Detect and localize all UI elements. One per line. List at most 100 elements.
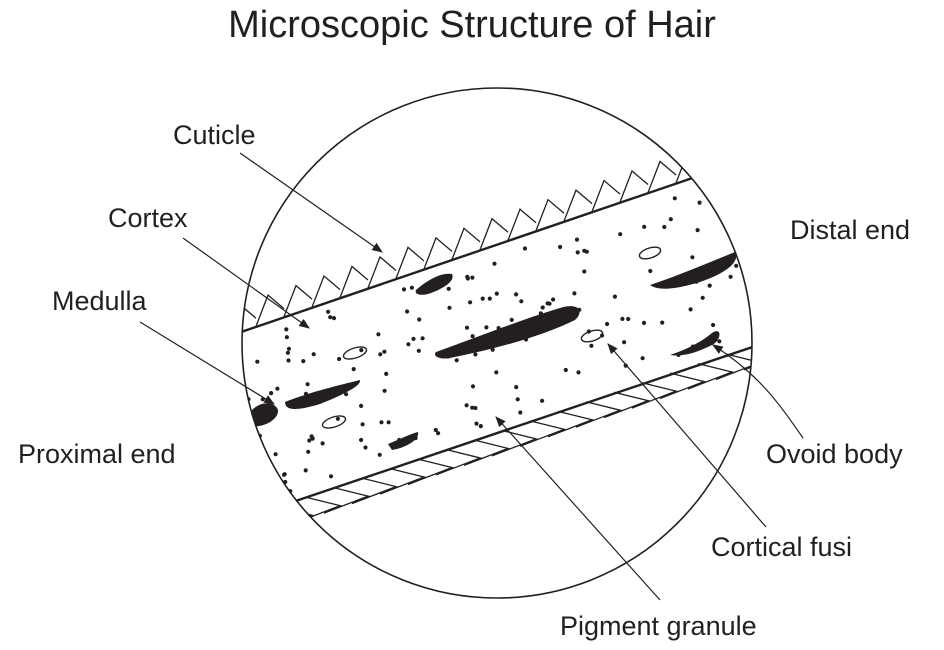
pigment-granule-dot bbox=[464, 325, 470, 330]
cortex-lower-boundary bbox=[259, 329, 752, 515]
pigment-granule-dot bbox=[648, 268, 653, 274]
upper-cuticle-scales bbox=[242, 131, 752, 346]
pigment-granule-dot bbox=[284, 335, 289, 340]
label-cortical-fusi: Cortical fusi bbox=[711, 532, 853, 562]
pigment-granule-dot bbox=[401, 287, 407, 292]
cortical-fusus bbox=[580, 329, 604, 343]
cuticle-leader bbox=[239, 152, 383, 253]
pigment-granule-dot bbox=[305, 382, 310, 387]
pigment-granule-dot bbox=[436, 431, 441, 436]
pigment-granule-dot bbox=[411, 336, 416, 341]
pigment-granule-dot bbox=[359, 403, 364, 408]
medulla-segment bbox=[388, 432, 419, 450]
pigment-granule-dot bbox=[269, 391, 274, 396]
pigment-granule-dot bbox=[707, 283, 712, 288]
pigment-granule-dot bbox=[306, 449, 311, 454]
pigment-granule-dot bbox=[478, 424, 483, 429]
pigment-granule-dot bbox=[626, 316, 631, 322]
pigment-granule-dot bbox=[465, 276, 470, 281]
pigment-granule-dot bbox=[642, 224, 647, 229]
pigment-granule-dot bbox=[286, 358, 291, 363]
pigment-granule-dot bbox=[620, 316, 625, 321]
pigment-granule-dot bbox=[697, 200, 702, 205]
pigment-granule-dot bbox=[273, 452, 278, 457]
pigment-granule-dot bbox=[344, 392, 349, 397]
pigment-granule-dot bbox=[711, 322, 716, 328]
pigment-granule-dot bbox=[672, 196, 677, 201]
pigment-granule-dot bbox=[386, 420, 391, 425]
pigment-granule-dot bbox=[690, 255, 695, 260]
pigment-granule-dot bbox=[551, 297, 556, 302]
pigment-granule-dot bbox=[688, 307, 693, 312]
pigment-granule-dot bbox=[490, 347, 495, 352]
pigment-granule-dot bbox=[379, 420, 384, 425]
pigment-granule-dot bbox=[307, 438, 312, 443]
pigment-granule-dot bbox=[474, 421, 479, 426]
cortical-fusus bbox=[342, 346, 368, 360]
pigment-granule-dot bbox=[514, 292, 519, 297]
pigment-granule-dot bbox=[303, 468, 308, 473]
pigment-granule-dot bbox=[576, 370, 581, 375]
pigment-granule-dot bbox=[575, 250, 580, 255]
cortical-fusi-ovals bbox=[321, 246, 662, 429]
pigment-granule-dot bbox=[509, 317, 514, 322]
pigment-granule-dot bbox=[285, 350, 290, 355]
pigment-granule-dot bbox=[494, 291, 499, 296]
pigment-granule-dot bbox=[363, 445, 368, 450]
pigment-granule-dot bbox=[328, 315, 333, 320]
pigment-granule-dot bbox=[359, 437, 364, 443]
pigment-granule-dot bbox=[409, 285, 414, 290]
ovoid-body-leader bbox=[712, 344, 804, 439]
pigment-granule-dot bbox=[487, 296, 492, 301]
pigment-granule-dot bbox=[515, 397, 520, 402]
label-proximal-end: Proximal end bbox=[18, 439, 176, 469]
pigment-granule-dot bbox=[641, 320, 647, 325]
pigment-granule-dot bbox=[454, 358, 459, 363]
pigment-granule-dot bbox=[519, 299, 524, 304]
pigment-granule-dot bbox=[405, 309, 410, 314]
pigment-granule-dot bbox=[247, 463, 252, 468]
label-ovoid-body: Ovoid body bbox=[766, 439, 903, 469]
pigment-granule-dot bbox=[470, 384, 476, 389]
medulla-segment bbox=[252, 403, 279, 427]
pigment-granule-dot bbox=[622, 340, 627, 345]
pigment-granule-dot bbox=[275, 386, 280, 391]
lower-cuticle-scales bbox=[242, 334, 752, 543]
pigment-granule-dot bbox=[382, 388, 387, 393]
pigment-granule-dot bbox=[484, 325, 489, 330]
pigment-granule-dot bbox=[255, 359, 260, 364]
pigment-granule-dot bbox=[420, 336, 425, 341]
pigment-granule-dot bbox=[382, 349, 387, 354]
pigment-granule-dot bbox=[662, 224, 667, 230]
pigment-granule-dot bbox=[618, 232, 623, 237]
cortical-fusi-leader bbox=[607, 343, 767, 528]
pigment-granule-dot bbox=[320, 441, 325, 446]
pigment-granule-dot bbox=[717, 339, 722, 344]
medulla-segment bbox=[650, 252, 737, 289]
pigment-granule-dot bbox=[492, 261, 497, 266]
pigment-granule-dot bbox=[384, 371, 389, 376]
pigment-granule-dot bbox=[480, 296, 485, 301]
pigment-granule-dot bbox=[700, 295, 705, 300]
pigment-granule-dot bbox=[311, 352, 316, 357]
pigment-granule-dot bbox=[660, 320, 665, 325]
pigment-granule-leader bbox=[495, 416, 661, 601]
pigment-granule-dot bbox=[417, 317, 422, 322]
pigment-granule-dot bbox=[337, 356, 342, 362]
pigment-granule-dot bbox=[376, 332, 381, 337]
pigment-granule-dot bbox=[540, 305, 545, 310]
label-medulla: Medulla bbox=[52, 286, 147, 316]
medulla-segment bbox=[415, 273, 453, 295]
pigment-granule-dot bbox=[623, 363, 628, 368]
pigment-granule-dot bbox=[446, 286, 451, 291]
pigment-granule-dot bbox=[572, 291, 577, 296]
pigment-granule-dot bbox=[574, 237, 580, 242]
pigment-granule-dot bbox=[406, 342, 411, 347]
pigment-granule-dot bbox=[728, 274, 733, 279]
pigment-granule-dot bbox=[522, 246, 528, 251]
pigment-granule-dot bbox=[359, 348, 364, 353]
pigment-granule-dot bbox=[518, 410, 523, 415]
label-distal-end: Distal end bbox=[790, 215, 911, 245]
pigment-granule-dot bbox=[351, 367, 356, 372]
cortical-fusus bbox=[321, 415, 347, 429]
